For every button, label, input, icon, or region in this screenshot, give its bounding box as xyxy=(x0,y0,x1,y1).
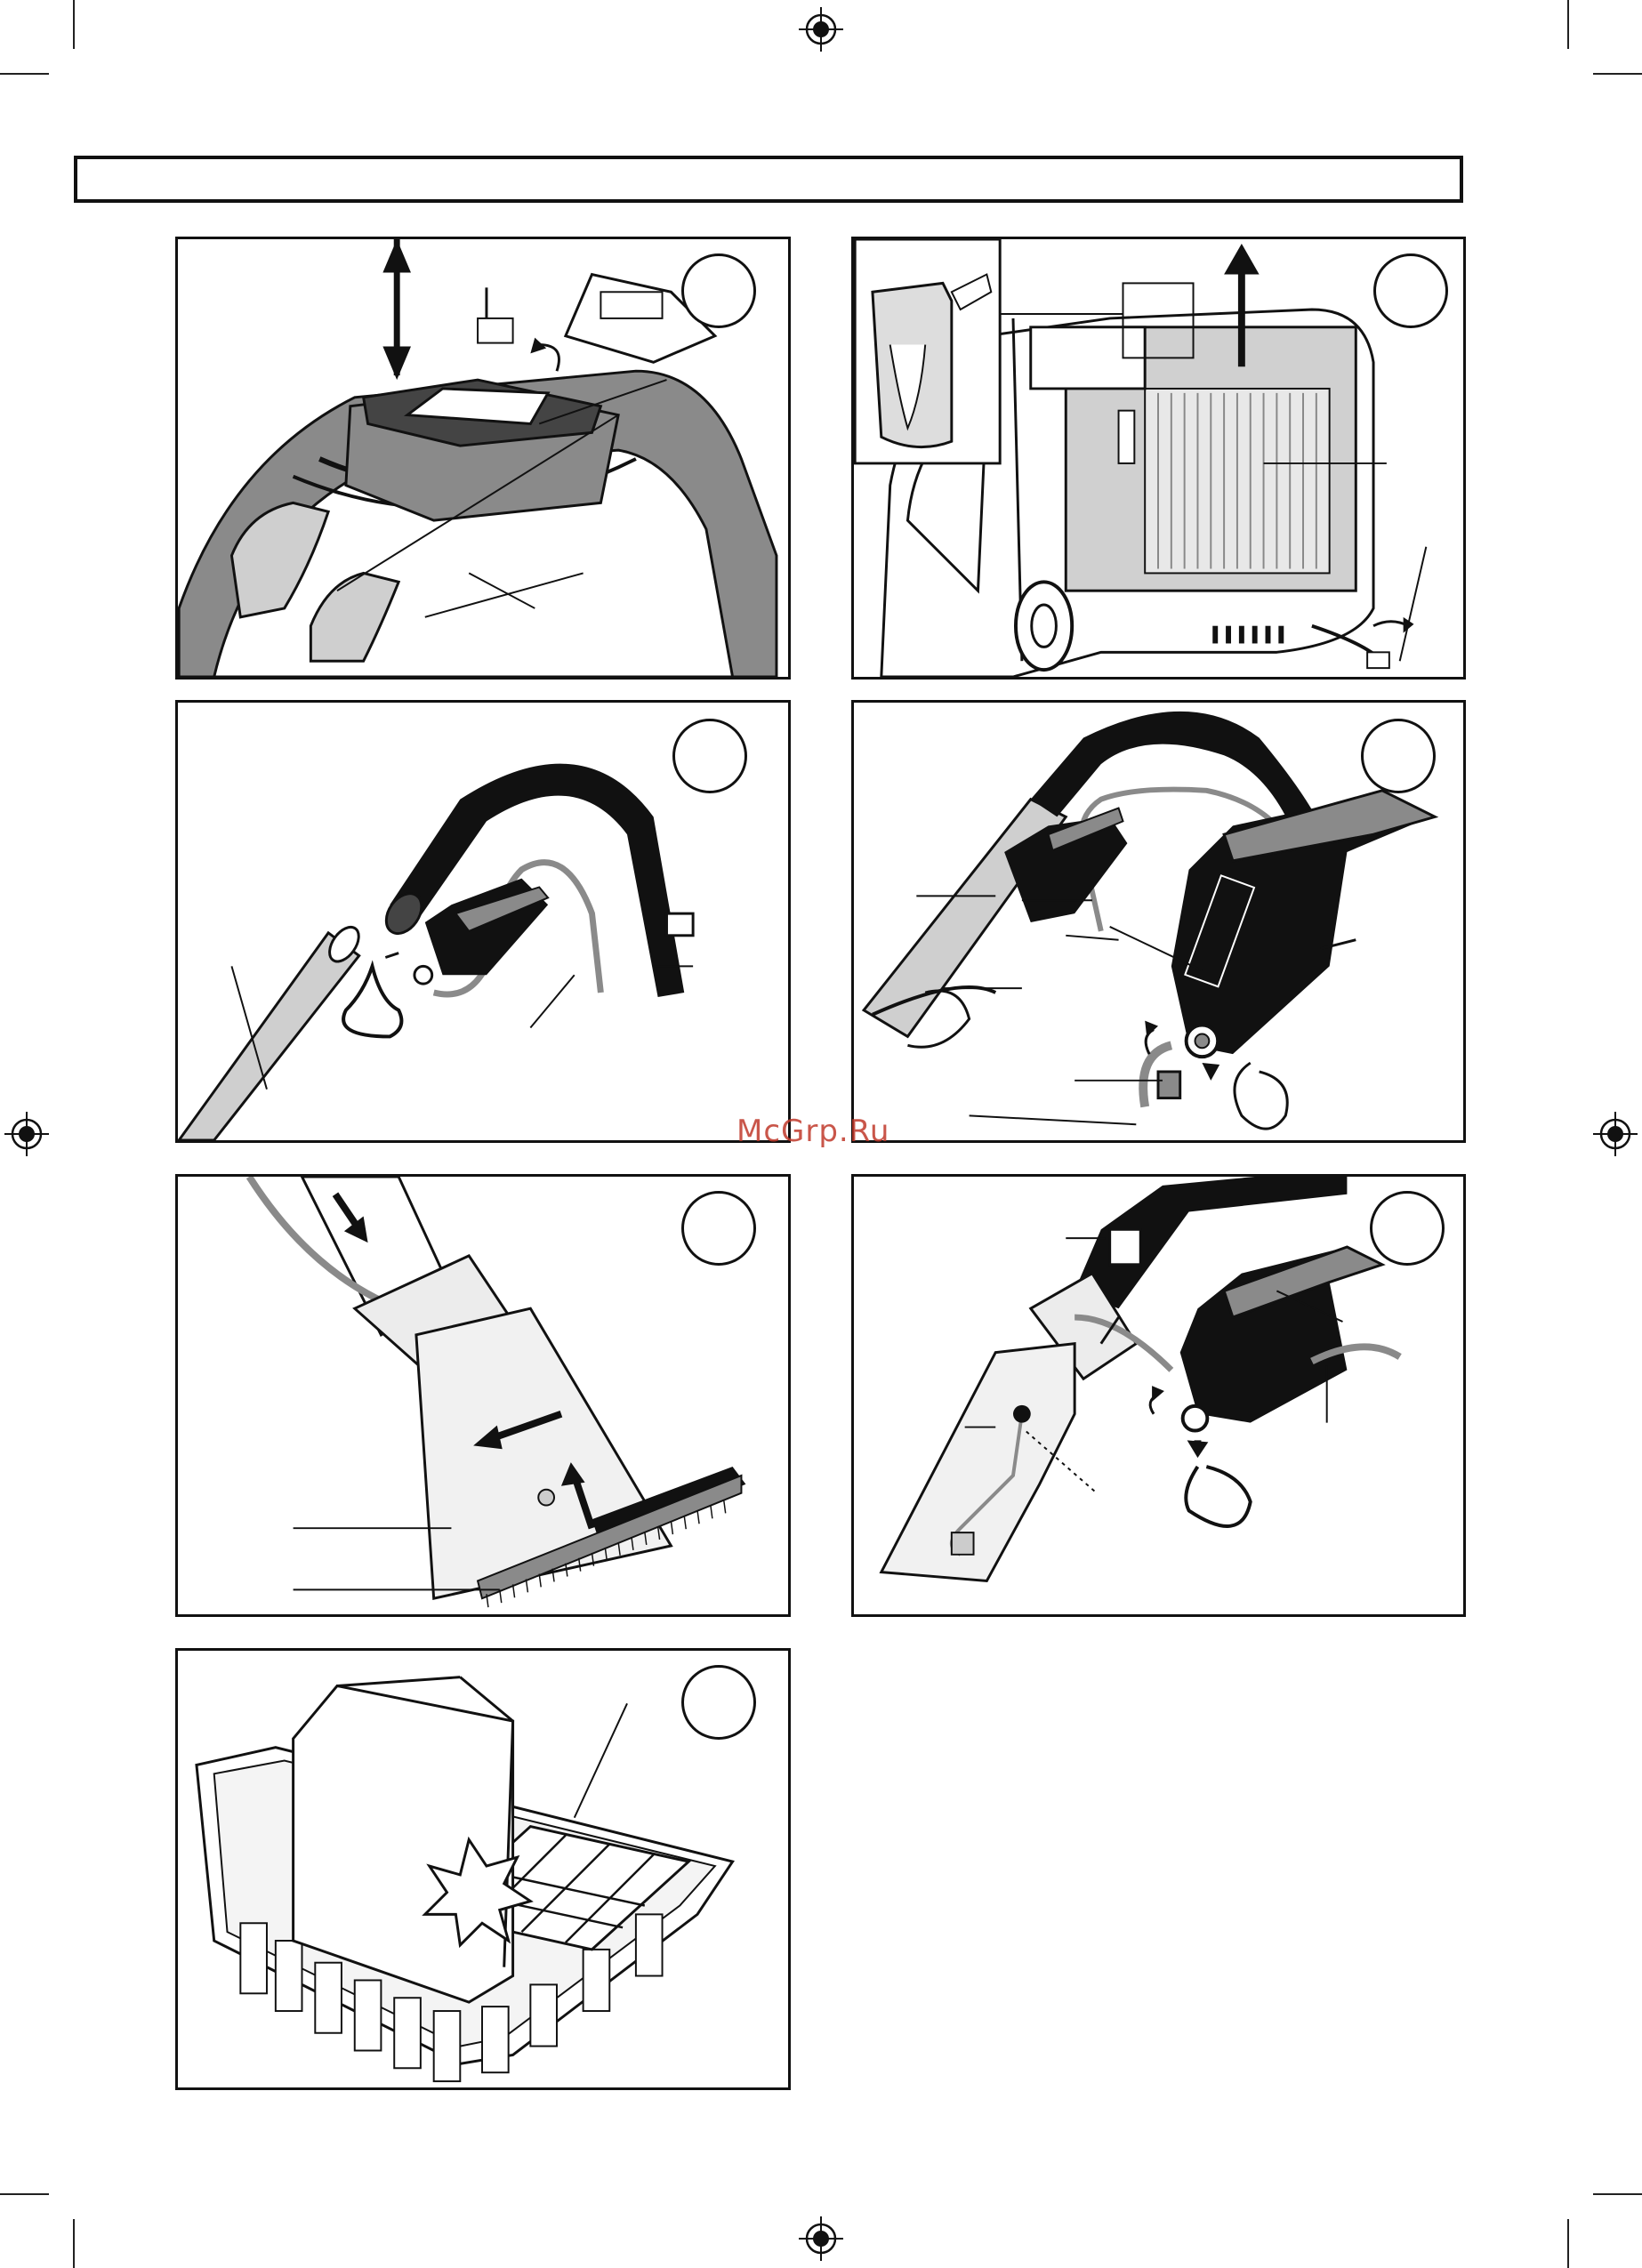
figure-panel-upholstery-nozzle xyxy=(851,1174,1466,1617)
registration-mark-icon xyxy=(799,2216,843,2261)
illustration-filter-and-cable xyxy=(854,239,1428,677)
watermark-text: McGrp.Ru xyxy=(736,1114,890,1149)
illustration-floor-nozzle xyxy=(245,1177,746,1608)
figure-number-circle xyxy=(681,253,756,328)
figure-number-circle xyxy=(1373,253,1448,328)
registration-mark-icon xyxy=(799,7,843,52)
illustration-hose-and-tube xyxy=(178,763,695,1140)
figure-panel-floor-nozzle xyxy=(175,1174,791,1617)
illustration-hose-handle-connection xyxy=(861,711,1439,1130)
illustration-upholstery-nozzle xyxy=(879,1177,1402,1583)
figure-panel-hose-and-tube xyxy=(175,700,791,1143)
illustration-tank-insert xyxy=(195,1676,735,2083)
figure-panel-filter-and-cable xyxy=(851,237,1466,680)
registration-mark-icon xyxy=(1593,1112,1638,1156)
registration-mark-icon xyxy=(4,1112,49,1156)
illustration-detergent-tank xyxy=(178,239,778,677)
figure-number-circle xyxy=(672,719,747,793)
figure-number-circle xyxy=(681,1665,756,1740)
figure-panel-hose-handle-connection xyxy=(851,700,1466,1143)
header-bar xyxy=(74,156,1463,203)
figure-panel-detergent-tank xyxy=(175,237,791,680)
figure-number-circle xyxy=(1361,719,1436,793)
figure-panel-tank-insert xyxy=(175,1648,791,2090)
figure-number-circle xyxy=(1370,1191,1445,1266)
figure-number-circle xyxy=(681,1191,756,1266)
